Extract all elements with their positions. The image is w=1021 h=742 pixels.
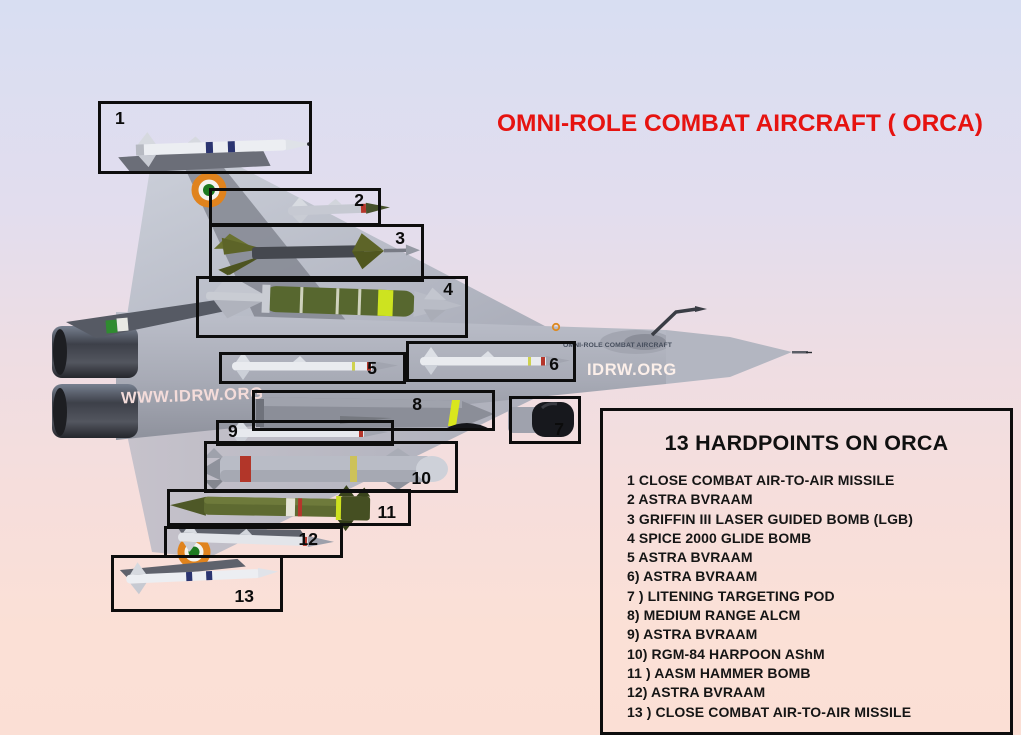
hardpoint-box-12: 12 [164, 526, 343, 558]
hardpoint-number-2: 2 [354, 190, 364, 210]
hardpoint-number-3: 3 [395, 228, 405, 248]
hardpoint-box-2: 2 [209, 188, 381, 226]
bottom-white-strip [0, 735, 1021, 742]
legend-item-12: 12) ASTRA BVRAAM [627, 684, 766, 701]
legend-item-9: 9) ASTRA BVRAAM [627, 626, 758, 643]
hardpoint-number-11: 11 [377, 501, 397, 522]
watermark-right: IDRW.ORG [587, 361, 677, 379]
hardpoint-box-7: 7 [509, 396, 581, 444]
hardpoint-box-8: 8 [252, 390, 495, 431]
legend-item-8: 8) MEDIUM RANGE ALCM [627, 607, 801, 624]
watermark-left: WWW.IDRW.ORG [120, 384, 264, 408]
hardpoint-number-13: 13 [234, 585, 254, 606]
pitot-tube [792, 351, 808, 354]
legend-title: 13 HARDPOINTS ON ORCA [664, 431, 949, 455]
nose-radome [666, 330, 792, 384]
hardpoint-number-6: 6 [549, 354, 559, 374]
legend-item-1: 1 CLOSE COMBAT AIR-TO-AIR MISSILE [627, 472, 895, 488]
hardpoint-number-1: 1 [115, 108, 125, 128]
hardpoint-number-12: 12 [298, 529, 318, 549]
hardpoint-box-13: 13 [111, 555, 283, 612]
fuselage-roundel [551, 322, 561, 332]
hardpoint-number-4: 4 [443, 279, 453, 299]
hardpoint-box-1: 1 [98, 101, 312, 174]
legend-item-7: 7 ) LITENING TARGETING POD [627, 587, 835, 604]
hardpoint-box-11: 11 [167, 489, 411, 526]
legend-item-11: 11 ) AASM HAMMER BOMB [627, 664, 811, 681]
legend-item-10: 10) RGM-84 HARPOON AShM [627, 645, 825, 662]
hardpoint-number-7: 7 [554, 418, 564, 439]
refueling-probe [650, 306, 707, 337]
legend-item-3: 3 GRIFFIN III LASER GUIDED BOMB (LGB) [627, 510, 914, 527]
page-title: OMNI-ROLE COMBAT AIRCRAFT ( ORCA) [497, 110, 983, 137]
legend-item-6: 6) ASTRA BVRAAM [627, 568, 758, 585]
hardpoint-box-5: 5 [219, 352, 406, 384]
hardpoint-box-10: 10 [204, 441, 458, 493]
hardpoint-number-8: 8 [412, 394, 422, 414]
canopy [600, 330, 672, 354]
legend-items: 1 CLOSE COMBAT AIR-TO-AIR MISSILE 2 ASTR… [627, 471, 1010, 722]
hardpoint-number-5: 5 [367, 358, 377, 378]
fuselage-marking: OMNI-ROLE COMBAT AIRCRAFT [563, 342, 673, 349]
hardpoint-number-10: 10 [411, 467, 431, 488]
engine-nozzles [52, 326, 138, 438]
legend-item-2: 2 ASTRA BVRAAM [627, 491, 753, 508]
hardpoint-box-4: 4 [196, 276, 468, 338]
hardpoint-box-9: 9 [216, 420, 394, 446]
hardpoint-box-3: 3 [209, 224, 424, 282]
legend-item-4: 4 SPICE 2000 GLIDE BOMB [627, 529, 812, 546]
hardpoint-number-9: 9 [228, 421, 238, 441]
legend-item-5: 5 ASTRA BVRAAM [627, 549, 753, 566]
canopy-glass [624, 334, 666, 350]
hardpoint-box-6: 6 [406, 341, 576, 382]
legend-item-13: 13 ) CLOSE COMBAT AIR-TO-AIR MISSILE [627, 703, 912, 720]
pitot-tip [806, 351, 812, 354]
indian-flag-marking [105, 317, 129, 334]
hardpoints-legend: 13 HARDPOINTS ON ORCA 1 CLOSE COMBAT AIR… [600, 408, 1013, 735]
